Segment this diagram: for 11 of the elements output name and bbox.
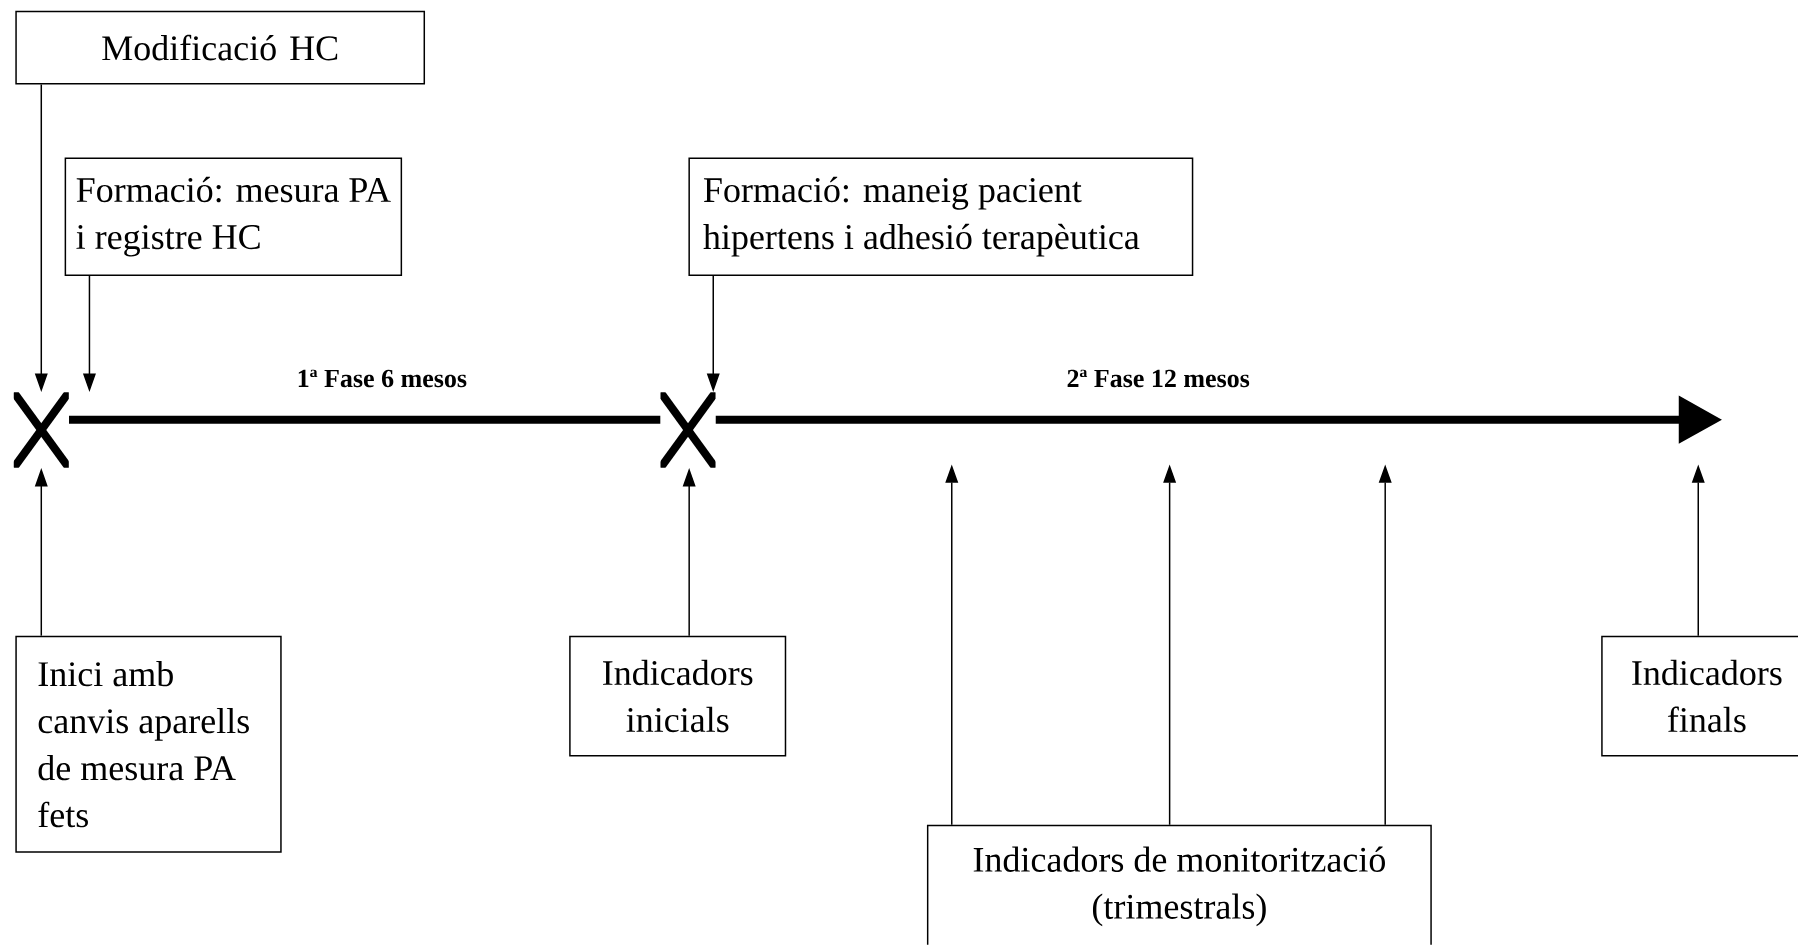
text-box: Formació: mesura PA i registre HC (64, 157, 403, 276)
phase-label: 2ª Fase 12 mesos (1067, 369, 1250, 388)
cross-mark (660, 392, 716, 468)
cross-mark (13, 392, 69, 468)
phase-label: 1ª Fase 6 mesos (298, 369, 467, 388)
text-box: Indicadors finals (1601, 635, 1798, 757)
text-box: Formació: maneig pacient hipertens i adhesió terapèutica (688, 157, 1194, 276)
text-box: Indicadors inicials (569, 635, 787, 757)
text-box: Inici amb canvis aparells de mesura PA fets (15, 635, 282, 853)
text-box: Indicadors de monitorització (trimestrals) (926, 824, 1432, 945)
text-box: Modificació HC (15, 10, 426, 85)
